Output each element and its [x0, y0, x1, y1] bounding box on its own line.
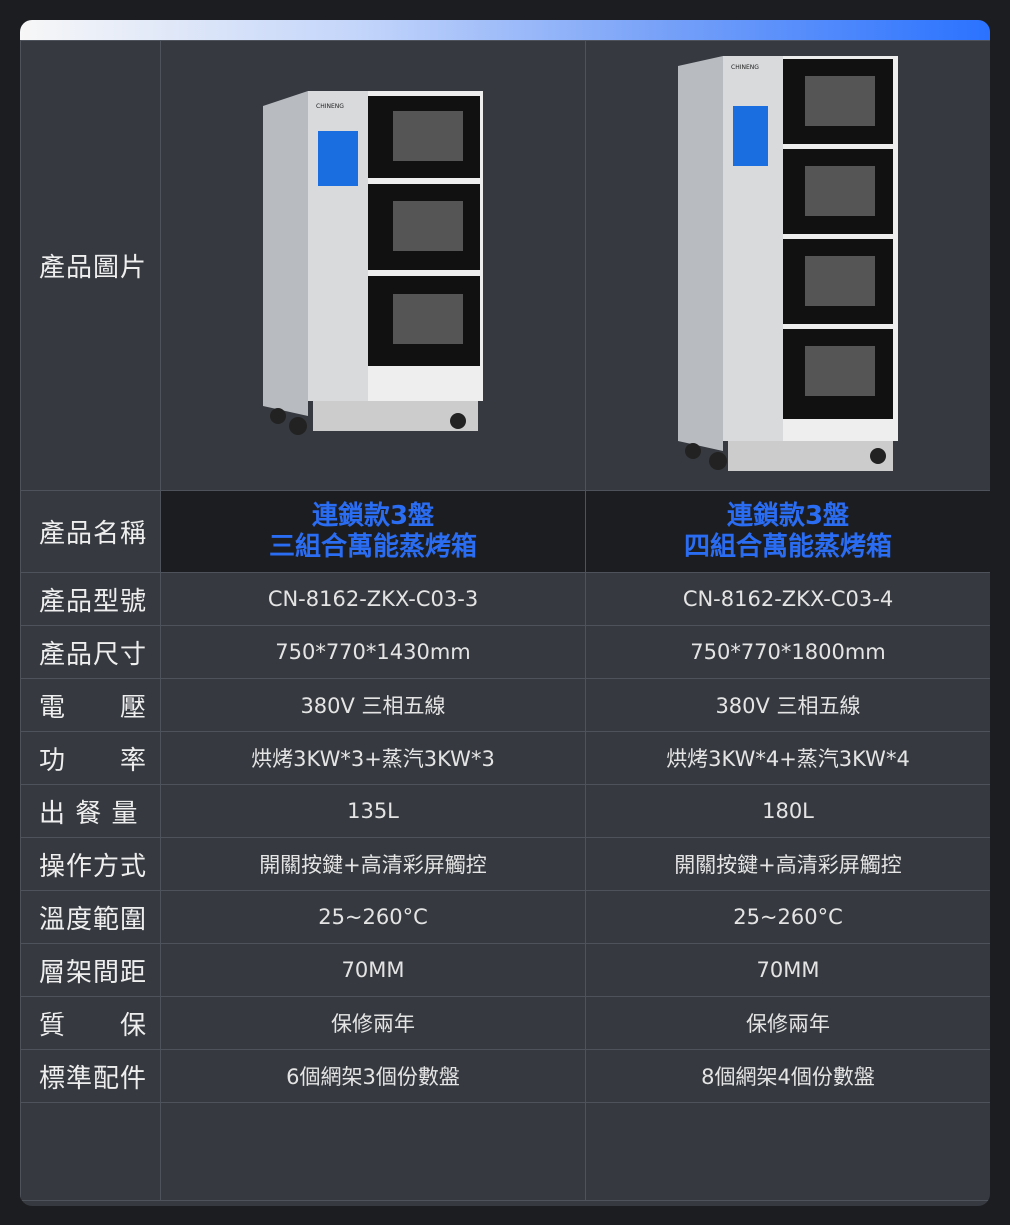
cell: 750*770*1800mm — [585, 625, 990, 679]
oven-4-tray-image: CHINENG — [678, 55, 898, 471]
oven-3-tray-image: CHINENG — [263, 90, 483, 435]
label-operation: 操作方式 — [20, 837, 161, 891]
product-image-2: CHINENG — [585, 40, 990, 491]
product-name-1: 連鎖款3盤三組合萬能蒸烤箱 — [160, 490, 586, 573]
product-name-2: 連鎖款3盤四組合萬能蒸烤箱 — [585, 490, 990, 573]
cell: 烘烤3KW*4+蒸汽3KW*4 — [585, 731, 990, 785]
row-image: 產品圖片 CHINENG CHINENG — [20, 40, 990, 491]
cell: 8個網架4個份數盤 — [585, 1049, 990, 1103]
cell: 6個網架3個份數盤 — [160, 1049, 586, 1103]
label-warranty: 質 保 — [20, 996, 161, 1050]
cell: 750*770*1430mm — [160, 625, 586, 679]
cell: 380V 三相五線 — [585, 678, 990, 732]
product-image-1: CHINENG — [160, 40, 586, 491]
comparison-card: 產品圖片 CHINENG CHINENG 產品名稱 連鎖款3盤三組合萬能蒸烤箱 … — [20, 20, 990, 1206]
row-operation: 操作方式開關按鍵+高清彩屏觸控開關按鍵+高清彩屏觸控 — [20, 837, 990, 891]
label-power: 功 率 — [20, 731, 161, 785]
label-size: 產品尺寸 — [20, 625, 161, 679]
brand-logo: CHINENG — [316, 103, 344, 110]
label-spacing: 層架間距 — [20, 943, 161, 997]
label-name: 產品名稱 — [20, 490, 161, 573]
cell: 25~260°C — [160, 890, 586, 944]
label-accessories: 標準配件 — [20, 1049, 161, 1103]
cell: 保修兩年 — [160, 996, 586, 1050]
label-voltage: 電 壓 — [20, 678, 161, 732]
brand-logo: CHINENG — [731, 64, 759, 71]
label-model: 產品型號 — [20, 572, 161, 626]
cell: 開關按鍵+高清彩屏觸控 — [160, 837, 586, 891]
header-gradient-bar — [20, 20, 990, 40]
cell: CN-8162-ZKX-C03-4 — [585, 572, 990, 626]
cell: 135L — [160, 784, 586, 838]
empty-cell — [585, 1102, 990, 1201]
empty-cell — [160, 1102, 586, 1201]
label-image: 產品圖片 — [20, 40, 161, 491]
row-empty — [20, 1102, 990, 1201]
label-capacity: 出 餐 量 — [20, 784, 161, 838]
cell: 25~260°C — [585, 890, 990, 944]
row-name: 產品名稱 連鎖款3盤三組合萬能蒸烤箱 連鎖款3盤四組合萬能蒸烤箱 — [20, 490, 990, 573]
label-temp: 溫度範圍 — [20, 890, 161, 944]
cell: 保修兩年 — [585, 996, 990, 1050]
spec-table: 產品圖片 CHINENG CHINENG 產品名稱 連鎖款3盤三組合萬能蒸烤箱 … — [20, 40, 990, 1201]
cell: CN-8162-ZKX-C03-3 — [160, 572, 586, 626]
empty-cell — [20, 1102, 161, 1201]
row-warranty: 質 保保修兩年保修兩年 — [20, 996, 990, 1050]
cell: 180L — [585, 784, 990, 838]
cell: 70MM — [585, 943, 990, 997]
cell: 烘烤3KW*3+蒸汽3KW*3 — [160, 731, 586, 785]
cell: 開關按鍵+高清彩屏觸控 — [585, 837, 990, 891]
cell: 380V 三相五線 — [160, 678, 586, 732]
cell: 70MM — [160, 943, 586, 997]
